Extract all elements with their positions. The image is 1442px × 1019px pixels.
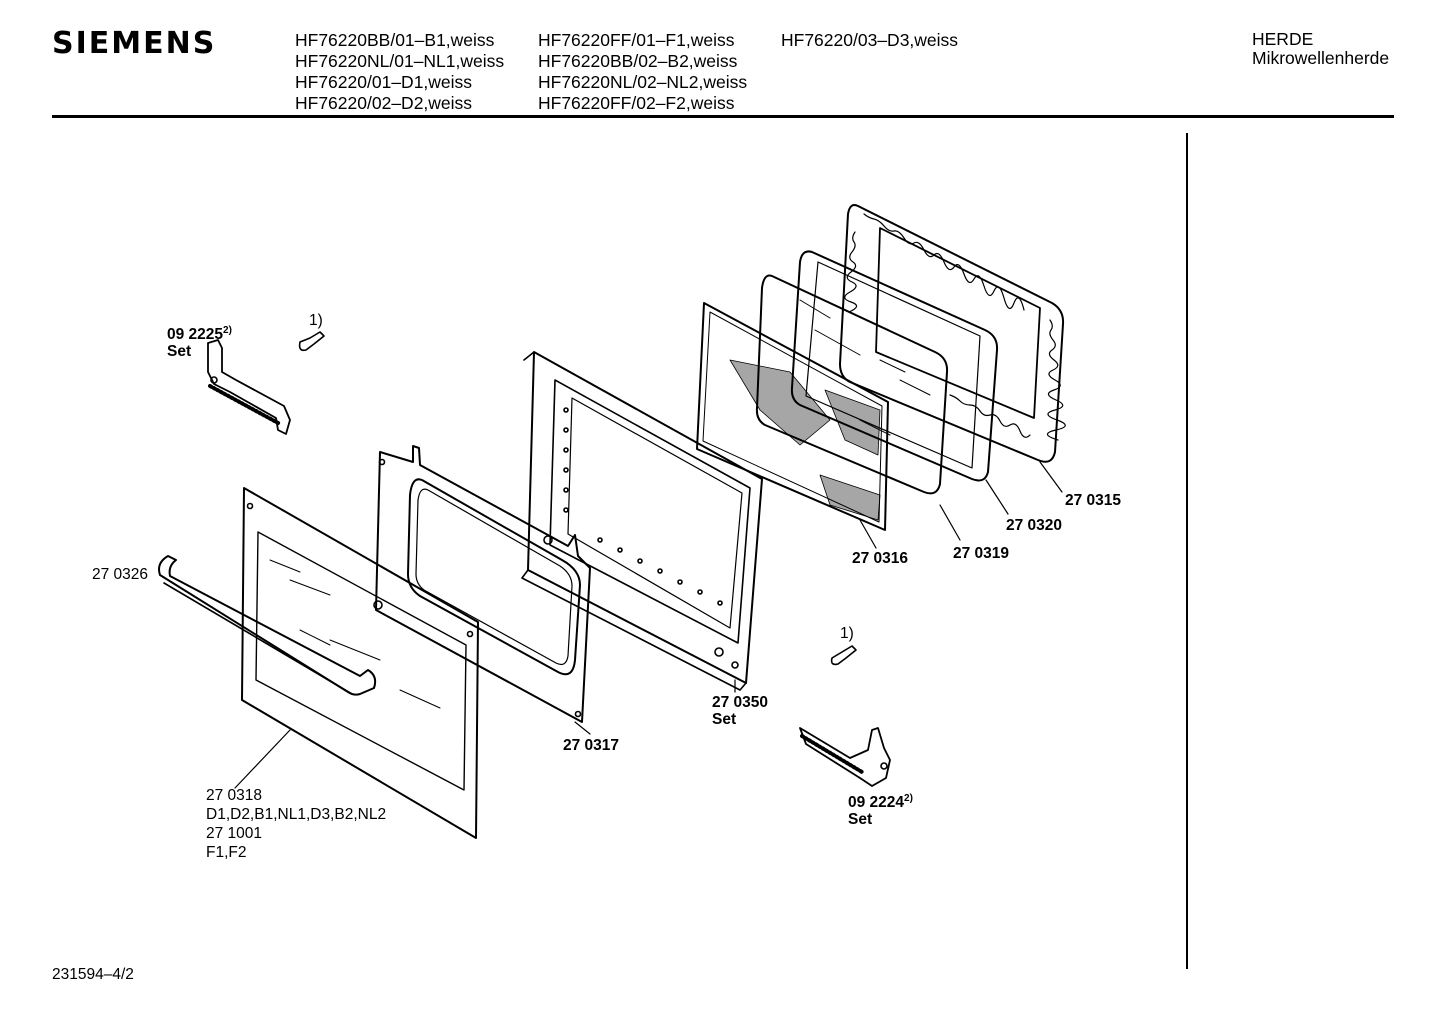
label-note-1-bottom: 1) — [840, 625, 854, 642]
label-270319: 27 0319 — [953, 545, 1010, 562]
vertical-divider — [1186, 133, 1188, 969]
model-item: HF76220BB/01–B1,weiss — [295, 30, 495, 50]
part-270319-inner-glass — [755, 274, 949, 495]
label-092224: 09 22242) Set — [848, 793, 913, 828]
label-270316: 27 0316 — [852, 550, 909, 567]
fastener-icon — [830, 645, 857, 666]
label-270318: 27 0318 D1,D2,B1,NL1,D3,B2,NL2 27 1001 F… — [206, 787, 387, 861]
model-list-col3: HF76220/03–D3,weiss — [781, 30, 958, 51]
part-270350-door-frame — [521, 351, 763, 691]
part-092224-hinge — [799, 727, 891, 787]
model-item: HF76220NL/02–NL2,weiss — [538, 72, 748, 92]
model-list-col2: HF76220FF/01–F1,weiss HF76220BB/02–B2,we… — [538, 30, 747, 114]
document-number: 231594–4/2 — [52, 966, 134, 983]
label-note-1-top: 1) — [309, 312, 323, 329]
category-subtitle: Mikrowellenherde — [1252, 48, 1390, 68]
fastener-icon — [298, 331, 325, 352]
model-item: HF76220/02–D2,weiss — [295, 93, 473, 113]
model-item: HF76220BB/02–B2,weiss — [538, 51, 738, 71]
label-270320: 27 0320 — [1006, 517, 1063, 534]
model-item: HF76220NL/01–NL1,weiss — [295, 51, 505, 71]
leader-lines — [234, 461, 1063, 789]
part-270315-outer-frame — [839, 204, 1066, 463]
model-item: HF76220/03–D3,weiss — [781, 30, 959, 50]
category-header: HERDE Mikrowellenherde — [1252, 30, 1389, 68]
part-270326-handle — [158, 555, 377, 696]
part-270316-mesh-panel — [696, 302, 889, 531]
header-divider — [52, 115, 1394, 118]
category-title: HERDE — [1252, 29, 1314, 49]
part-270320-gasket — [790, 250, 999, 482]
brand-logo: SIEMENS — [52, 26, 217, 61]
part-092225-hinge — [207, 339, 291, 435]
model-item: HF76220FF/02–F2,weiss — [538, 93, 735, 113]
label-270350: 27 0350 Set — [712, 694, 769, 728]
label-270315: 27 0315 — [1065, 492, 1122, 509]
label-270326: 27 0326 — [92, 566, 149, 583]
model-item: HF76220/01–D1,weiss — [295, 72, 473, 92]
part-270317-seal-frame — [375, 445, 591, 723]
model-item: HF76220FF/01–F1,weiss — [538, 30, 735, 50]
label-092225: 09 22252) Set — [167, 325, 232, 360]
model-list-col1: HF76220BB/01–B1,weiss HF76220NL/01–NL1,w… — [295, 30, 504, 114]
label-270317: 27 0317 — [563, 737, 620, 754]
